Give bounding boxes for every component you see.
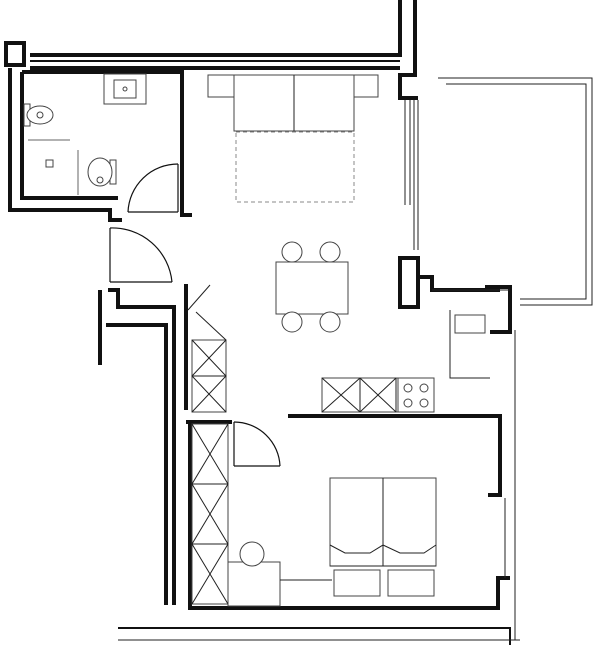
bedroom-wardrobe — [191, 423, 229, 605]
chair — [319, 311, 341, 333]
desk-chair — [239, 541, 265, 567]
nightstand — [387, 569, 435, 597]
sofa-bed — [207, 74, 379, 203]
hall-wardrobe — [187, 284, 227, 413]
shower-drain — [45, 159, 54, 168]
outer-walls — [4, 0, 520, 645]
kitchen — [321, 310, 490, 413]
living-window — [404, 100, 419, 250]
corner-column — [4, 41, 26, 67]
double-bed — [329, 477, 437, 597]
sink — [454, 314, 486, 334]
entry-door — [109, 227, 173, 283]
nightstand — [333, 569, 381, 597]
bedroom-door — [233, 421, 281, 467]
terrace — [432, 77, 593, 306]
chair — [281, 311, 303, 333]
bathroom — [23, 73, 179, 213]
chair — [281, 241, 303, 263]
bathroom-door — [127, 163, 179, 213]
chair — [319, 241, 341, 263]
dining-table — [275, 241, 349, 333]
cooktop — [397, 377, 435, 413]
desk — [227, 541, 332, 607]
toilet — [87, 157, 113, 187]
